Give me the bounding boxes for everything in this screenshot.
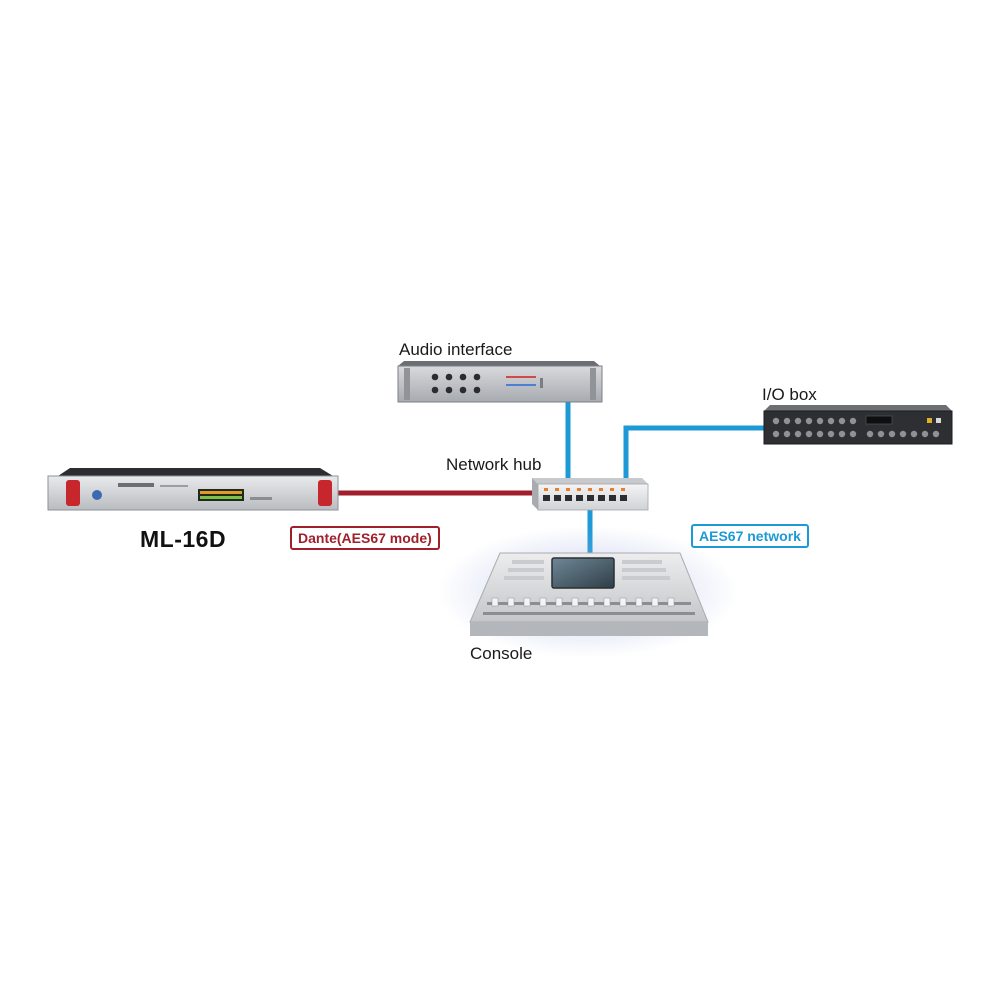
aes67-network-tag: AES67 network <box>691 524 809 548</box>
ml16d-title: ML-16D <box>140 526 227 552</box>
io-display <box>865 415 893 425</box>
interface-knobs <box>431 373 481 394</box>
interface-indicators <box>506 376 543 388</box>
console-device <box>438 526 738 658</box>
console-buttons-left <box>504 560 544 580</box>
io-box-device <box>763 405 953 445</box>
audio-interface-label: Audio interface <box>399 340 513 359</box>
hub-port-leds <box>544 488 625 491</box>
power-button-icon <box>92 490 102 500</box>
ml16d-device <box>47 468 339 511</box>
hub-ports <box>543 495 627 501</box>
dante-connection-tag: Dante(AES67 mode) <box>290 526 440 550</box>
audio-interface-device <box>397 361 603 403</box>
io-connectors <box>772 417 940 438</box>
console-label: Console <box>470 644 533 663</box>
io-box-label: I/O box <box>762 385 817 404</box>
console-screen <box>551 557 615 589</box>
network-hub-label: Network hub <box>446 455 542 474</box>
console-buttons-right <box>622 560 670 580</box>
console-fader-caps <box>491 597 675 607</box>
network-hub-device <box>532 478 649 511</box>
level-meter <box>198 489 244 501</box>
rack-handle-left <box>66 480 80 506</box>
io-status-led <box>927 418 932 423</box>
rack-handle-right <box>318 480 332 506</box>
cable-iobox-to-hub <box>623 425 764 478</box>
